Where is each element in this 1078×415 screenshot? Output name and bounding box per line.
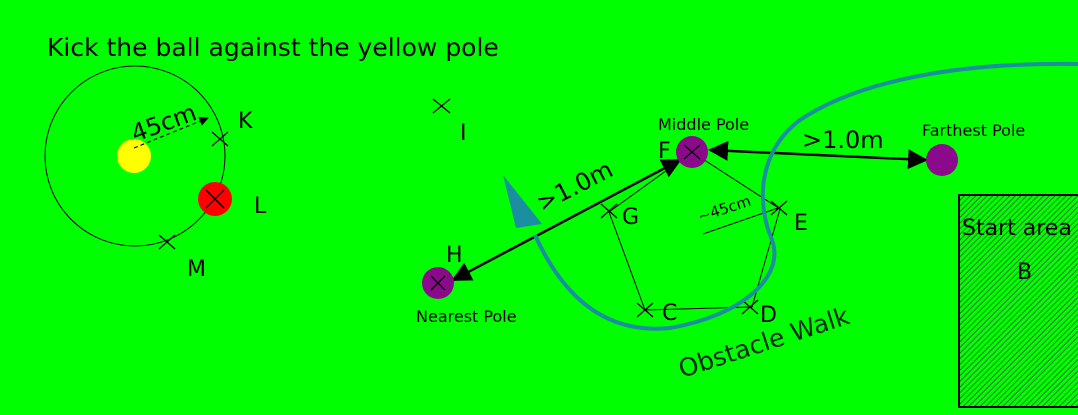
middle-pole-cross bbox=[683, 144, 701, 160]
marker-e-label: E bbox=[794, 211, 808, 236]
marker-i-label: I bbox=[460, 121, 467, 146]
nearest-pole-label: Nearest Pole bbox=[416, 307, 517, 326]
marker-h-label: H bbox=[446, 243, 463, 268]
yellow-pole bbox=[117, 139, 151, 173]
marker-l-label: L bbox=[254, 194, 267, 219]
marker-k-label: K bbox=[238, 109, 253, 134]
kick-radius-label: 45cm bbox=[127, 98, 200, 147]
nearest-pole-cross bbox=[430, 275, 446, 291]
kick-radius-arrow bbox=[133, 116, 209, 149]
distance-arrow-middle-farthest bbox=[708, 140, 928, 170]
distance-arrow-nearest-middle bbox=[451, 158, 682, 282]
marker-c-label: C bbox=[662, 301, 677, 326]
marker-m-label: M bbox=[187, 257, 206, 282]
obstacle-walk-arrowhead bbox=[503, 175, 542, 228]
marker-k-cross bbox=[211, 131, 229, 147]
marker-f-label: F bbox=[658, 139, 671, 164]
kick-area: 45cm K L M bbox=[44, 65, 267, 282]
kick-circle bbox=[44, 65, 226, 247]
farthest-pole bbox=[926, 144, 958, 176]
marker-c-cross bbox=[636, 302, 654, 318]
start-area-letter: B bbox=[1017, 260, 1032, 285]
marker-g-label: G bbox=[622, 205, 639, 230]
marker-e-cross bbox=[770, 200, 788, 216]
farthest-pole-label: Farthest Pole bbox=[922, 121, 1025, 140]
middle-pole-label: Middle Pole bbox=[658, 115, 749, 134]
obstacle-walk-path bbox=[533, 61, 1078, 331]
marker-d-cross bbox=[741, 299, 759, 315]
start-area: Start area B bbox=[958, 194, 1078, 408]
pentagon-path bbox=[608, 151, 781, 311]
start-area-box bbox=[958, 194, 1078, 408]
pentagon-radius-label: ~45cm bbox=[696, 192, 753, 226]
diagram-title: Kick the ball against the yellow pole bbox=[47, 33, 499, 62]
marker-g-cross bbox=[600, 203, 618, 219]
marker-m-cross bbox=[158, 234, 176, 250]
distance-label-middle-farthest: >1.0m bbox=[802, 126, 884, 154]
marker-d-label: D bbox=[760, 303, 777, 328]
marker-l-cross bbox=[205, 189, 225, 209]
marker-i-cross bbox=[432, 98, 451, 114]
start-area-label: Start area bbox=[962, 216, 1072, 241]
